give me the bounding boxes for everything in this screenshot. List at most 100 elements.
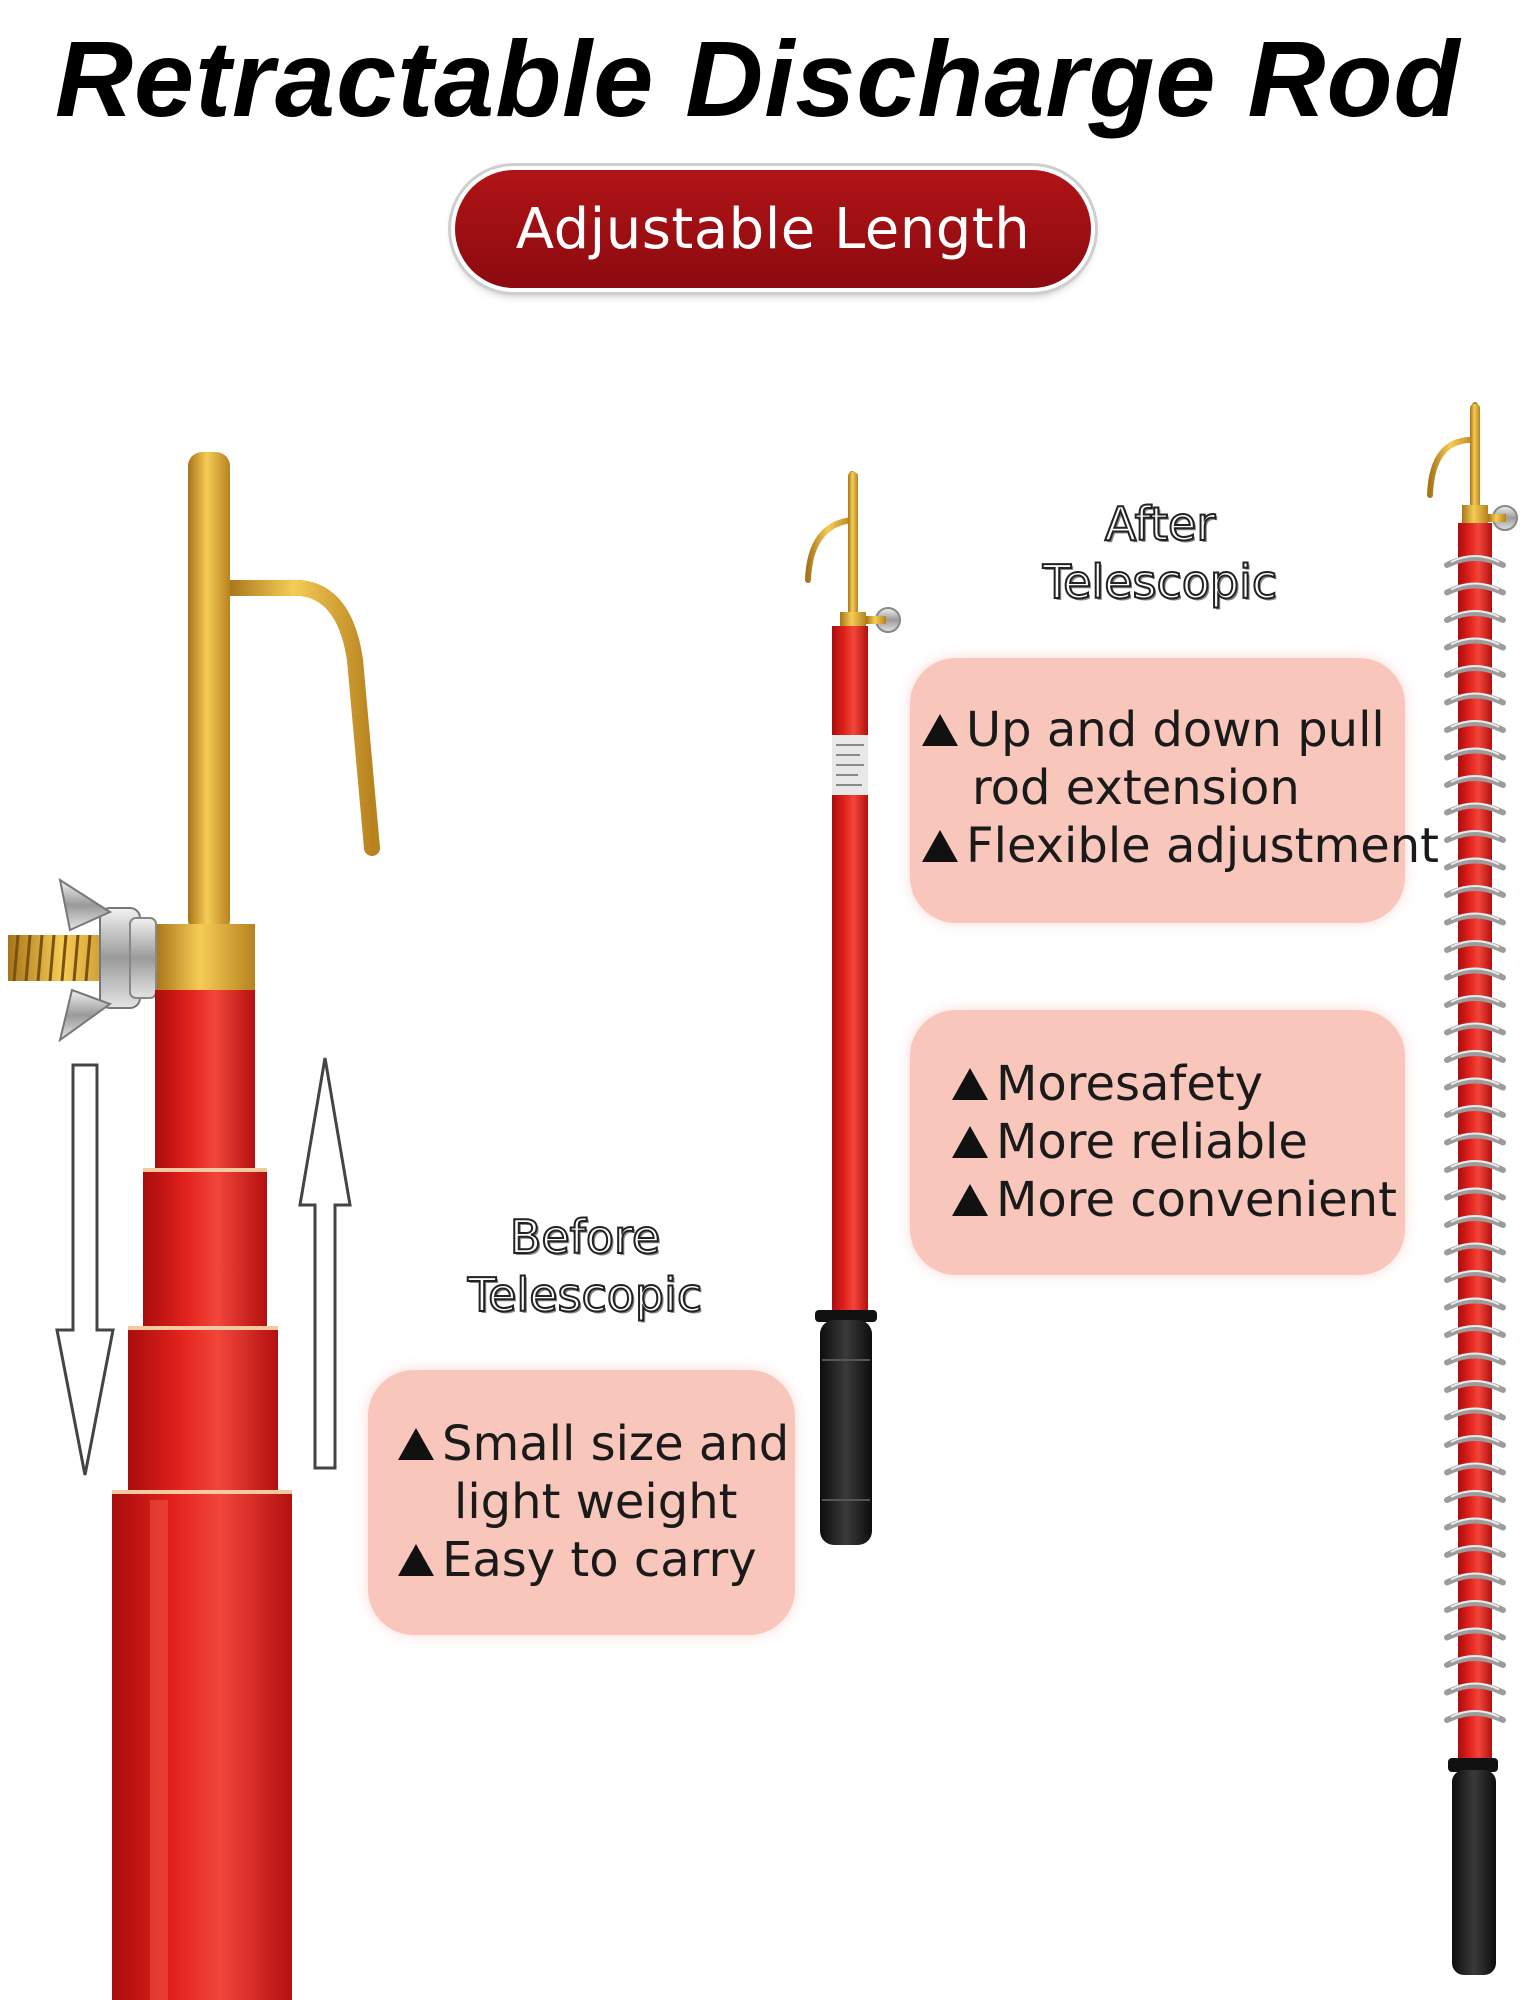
coil-loop (1444, 1270, 1506, 1283)
coil-loop (1444, 1022, 1506, 1036)
adjustable-length-badge: Adjustable Length (455, 170, 1091, 288)
advantage-3: More convenient (952, 1170, 1397, 1230)
coil-highlight (1450, 1215, 1500, 1223)
after-label-line2: Telescopic (1042, 554, 1278, 610)
triangle-bullet-icon (952, 1068, 988, 1100)
badge-label: Adjustable Length (515, 196, 1031, 262)
closeup-hook-arm (220, 580, 380, 856)
after-features-box: Up and down pull rod extension Flexible … (910, 658, 1439, 923)
coil-loop (1444, 637, 1506, 651)
coil-highlight (1450, 665, 1500, 673)
coil-highlight (1450, 1022, 1500, 1031)
coil-highlight (1450, 1435, 1500, 1443)
coil-highlight (1450, 1270, 1500, 1278)
coil-loop (1444, 967, 1506, 981)
middle-rod (805, 471, 901, 1545)
coil-loop (1444, 1600, 1506, 1613)
after-label-line1: After (1104, 496, 1216, 552)
closeup-brass-collar (155, 924, 255, 992)
coil-highlight (1450, 1132, 1500, 1141)
coil-loop (1444, 1352, 1506, 1366)
coil-loop (1444, 692, 1506, 706)
coil-highlight (1450, 582, 1500, 591)
coil-loop (1444, 1407, 1506, 1421)
coil-loop (1444, 1490, 1506, 1503)
coil-highlight (1450, 1627, 1500, 1636)
before-label-line2: Telescopic (467, 1267, 703, 1323)
coil-highlight (1450, 747, 1500, 756)
coil-loop (1444, 665, 1506, 678)
coil-loop (1444, 1435, 1506, 1448)
coil-highlight (1450, 1517, 1500, 1526)
coil-loop (1444, 747, 1506, 761)
coil-loop (1444, 1297, 1506, 1311)
coil-loop (1444, 720, 1506, 733)
coil-highlight (1450, 967, 1500, 976)
coil-highlight (1450, 1545, 1500, 1553)
before-label-line1: Before (509, 1209, 661, 1265)
right-rod (1427, 402, 1518, 1975)
triangle-bullet-icon (952, 1126, 988, 1158)
coil-highlight (1450, 995, 1500, 1003)
after-feature-1: Up and down pull (922, 700, 1385, 760)
coil-loop (1444, 775, 1506, 788)
triangle-bullet-icon (922, 830, 958, 862)
down-arrow-icon (55, 1063, 115, 1476)
closeup-segment-4 (112, 1490, 292, 2000)
coil-highlight (1450, 1160, 1500, 1168)
coil-loop (1444, 1627, 1506, 1641)
coil-loop (1444, 885, 1506, 898)
coil-highlight (1450, 1352, 1500, 1361)
coil-highlight (1450, 1187, 1500, 1196)
coil-highlight (1450, 1462, 1500, 1471)
coil-loop (1444, 1105, 1506, 1118)
coil-highlight (1450, 1242, 1500, 1251)
coil-highlight (1450, 885, 1500, 893)
coil-loop (1444, 1380, 1506, 1393)
triangle-bullet-icon (398, 1544, 434, 1576)
coil-loop (1444, 610, 1506, 623)
coil-loop (1444, 1160, 1506, 1173)
after-feature-1-cont: rod extension (972, 760, 1300, 816)
coil-highlight (1450, 802, 1500, 811)
coil-loop (1444, 995, 1506, 1008)
coil-highlight (1450, 1050, 1500, 1058)
after-telescopic-label: After Telescopic (1010, 495, 1310, 611)
coil-loop (1444, 1050, 1506, 1063)
coil-highlight (1450, 775, 1500, 783)
coil-highlight (1450, 1710, 1500, 1718)
coil-loop (1444, 857, 1506, 871)
triangle-bullet-icon (922, 714, 958, 746)
before-telescopic-label: Before Telescopic (435, 1208, 735, 1324)
coil-highlight (1450, 1600, 1500, 1608)
coil-loop (1444, 582, 1506, 596)
coil-highlight (1450, 912, 1500, 921)
coil-highlight (1450, 1682, 1500, 1691)
closeup-segment-1 (155, 990, 255, 1172)
coil-highlight (1450, 1105, 1500, 1113)
coil-highlight (1450, 1380, 1500, 1388)
coil-loop (1444, 940, 1506, 953)
coil-loop (1444, 802, 1506, 816)
up-arrow-icon (298, 1057, 352, 1470)
coil-loop (1444, 1132, 1506, 1146)
triangle-bullet-icon (952, 1184, 988, 1216)
coil-loop (1444, 1572, 1506, 1586)
coil-highlight (1450, 692, 1500, 701)
closeup-rod (8, 452, 380, 2000)
coil-highlight (1450, 720, 1500, 728)
coil-loop (1444, 1077, 1506, 1091)
coil-loop (1444, 1462, 1506, 1476)
closeup-segment-2 (143, 1168, 267, 1328)
coil-loop (1444, 1215, 1506, 1228)
coil-loop (1444, 1242, 1506, 1256)
closeup-segment-3 (128, 1326, 278, 1494)
closeup-brass-tip (188, 452, 230, 934)
coil-loop (1444, 1187, 1506, 1201)
coil-highlight (1450, 610, 1500, 618)
coil-highlight (1450, 857, 1500, 866)
coil-loop (1444, 555, 1506, 568)
triangle-bullet-icon (398, 1428, 434, 1460)
